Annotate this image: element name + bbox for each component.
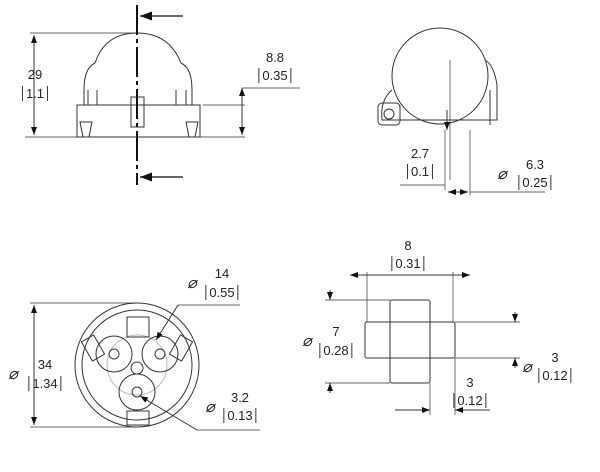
pin-dia-mm: 3: [551, 350, 559, 365]
pin-dia-in: 0.12: [538, 368, 572, 383]
pocket-in: 0.55: [205, 285, 239, 300]
outer-dia-in: 1.34: [28, 376, 62, 391]
diameter-symbol: ⌀: [205, 399, 215, 416]
small-hole-mm: 3.2: [230, 390, 250, 405]
offset-in: 0.1: [406, 164, 434, 179]
hole-in: 0.25: [518, 175, 552, 190]
shaft-length-in: 0.31: [391, 256, 425, 271]
height-mm: 29: [27, 67, 43, 82]
diameter-symbol: ⌀: [522, 359, 532, 376]
small-hole-in: 0.13: [223, 408, 257, 423]
bottom-view: [30, 302, 260, 431]
side-view: [25, 5, 300, 185]
pin-len-mm: 3: [466, 375, 474, 390]
diameter-symbol: ⌀: [8, 366, 18, 383]
section-view: [377, 27, 545, 195]
pin-len-in: 0.12: [453, 393, 487, 408]
outer-dia-mm: 34: [37, 357, 53, 372]
body-dia-in: 0.28: [319, 343, 353, 358]
pocket-mm: 14: [214, 266, 230, 281]
shaft-length-mm: 8: [404, 238, 412, 253]
base-height-in: 0.35: [258, 68, 292, 83]
body-dia-mm: 7: [332, 324, 340, 339]
diameter-symbol: ⌀: [497, 166, 507, 183]
diameter-symbol: ⌀: [302, 333, 312, 350]
base-height-mm: 8.8: [265, 50, 285, 65]
shaft-view: [325, 272, 520, 415]
hole-mm: 6.3: [525, 157, 545, 172]
height-in: 1.1: [21, 86, 49, 101]
diameter-symbol: ⌀: [187, 275, 197, 292]
offset-mm: 2.7: [410, 146, 430, 161]
